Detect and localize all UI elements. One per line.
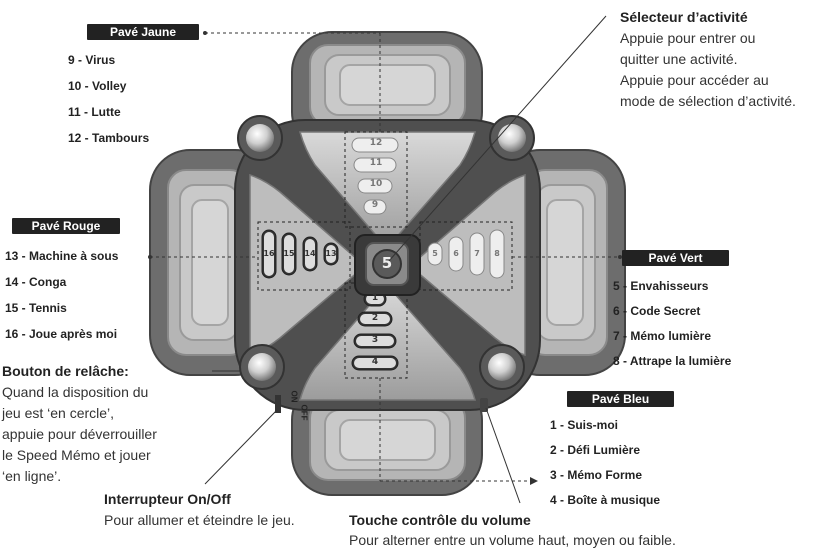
key-label: 1 <box>371 293 379 303</box>
release-line: appuie pour déverrouiller <box>2 426 157 442</box>
list-item: 2 - Défi Lumière <box>550 443 641 457</box>
list-item: 13 - Machine à sous <box>5 249 119 263</box>
off-label: OFF <box>299 404 309 421</box>
release-line: Quand la disposition du <box>2 384 149 400</box>
pad-vert-tag: Pavé Vert <box>622 250 729 266</box>
bottom-keys <box>351 291 399 371</box>
pad-jaune-list: 9 - Virus 10 - Volley 11 - Lutte 12 - Ta… <box>68 47 149 151</box>
pad-bleu-list: 1 - Suis-moi 2 - Défi Lumière 3 - Mémo F… <box>550 413 660 513</box>
top-keys <box>351 137 399 215</box>
list-item: 14 - Conga <box>5 275 67 289</box>
key-label: 13 <box>325 249 337 258</box>
list-item: 4 - Boîte à musique <box>550 493 661 507</box>
selector-title: Sélecteur d’activité <box>620 9 748 25</box>
release-line: le Speed Mémo et jouer <box>2 447 151 463</box>
selector-line: Appuie pour accéder au <box>620 72 769 88</box>
list-item: 8 - Attrape la lumière <box>613 354 732 368</box>
key-label: 8 <box>494 249 500 258</box>
key-label: 9 <box>371 200 379 210</box>
pad-vert-list: 5 - Envahisseurs 6 - Code Secret 7 - Mém… <box>613 274 731 374</box>
selector-line: mode de sélection d’activité. <box>620 93 796 109</box>
right-keys <box>427 229 505 279</box>
list-item: 1 - Suis-moi <box>550 418 619 432</box>
list-item: 5 - Envahisseurs <box>613 279 709 293</box>
release-callout: Bouton de relâche: Quand la disposition … <box>2 361 157 487</box>
key-label: 5 <box>432 249 438 258</box>
power-callout: Interrupteur On/Off Pour allumer et étei… <box>104 488 295 531</box>
list-item: 16 - Joue après moi <box>5 327 118 341</box>
key-label: 16 <box>263 249 275 258</box>
key-label: 11 <box>369 158 383 168</box>
pad-jaune-tag: Pavé Jaune <box>87 24 199 40</box>
list-item: 6 - Code Secret <box>613 304 701 318</box>
list-item: 10 - Volley <box>68 79 127 93</box>
pad-bleu-tag: Pavé Bleu <box>567 391 674 407</box>
volume-title: Touche contrôle du volume <box>349 512 531 528</box>
key-label: 6 <box>453 249 459 258</box>
pad-rouge-tag: Pavé Rouge <box>12 218 120 234</box>
list-item: 7 - Mémo lumière <box>613 329 712 343</box>
key-label: 4 <box>371 357 379 367</box>
key-label: 12 <box>369 138 383 148</box>
power-switch <box>275 395 281 413</box>
selector-line: quitter une activité. <box>620 51 738 67</box>
selector-callout: Sélecteur d’activité Appuie pour entrer … <box>620 6 796 112</box>
left-keys <box>261 229 339 279</box>
power-title: Interrupteur On/Off <box>104 491 231 507</box>
key-label: 15 <box>283 249 295 258</box>
volume-desc: Pour alterner entre un volume haut, moye… <box>349 532 676 548</box>
release-title: Bouton de relâche: <box>2 363 129 379</box>
list-item: 11 - Lutte <box>68 105 121 119</box>
power-desc: Pour allumer et éteindre le jeu. <box>104 512 295 528</box>
key-label: 2 <box>371 313 379 323</box>
key-label: 7 <box>474 249 480 258</box>
volume-callout: Touche contrôle du volume Pour alterner … <box>349 510 676 551</box>
list-item: 9 - Virus <box>68 53 116 67</box>
list-item: 12 - Tambours <box>68 131 150 145</box>
key-label: 3 <box>371 335 379 345</box>
selector-line: Appuie pour entrer ou <box>620 30 756 46</box>
on-label: ON <box>289 390 299 403</box>
release-line: ‘en ligne’. <box>2 468 62 484</box>
list-item: 15 - Tennis <box>5 301 67 315</box>
selector-number: 5 <box>381 254 393 272</box>
key-label: 14 <box>304 249 316 258</box>
release-line: jeu est ‘en cercle’, <box>2 405 115 421</box>
pad-rouge-list: 13 - Machine à sous 14 - Conga 15 - Tenn… <box>5 243 118 347</box>
key-label: 10 <box>369 179 383 189</box>
list-item: 3 - Mémo Forme <box>550 468 643 482</box>
